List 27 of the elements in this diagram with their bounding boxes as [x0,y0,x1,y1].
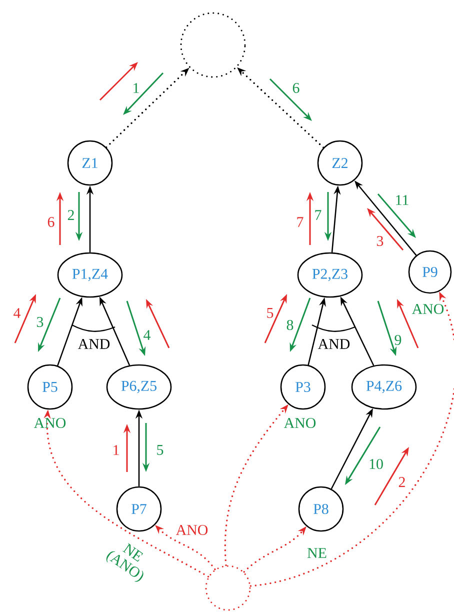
step-number: 5 [267,308,274,318]
node-note: NE [307,548,326,558]
and-label: AND [318,339,350,349]
dotted-circle [180,12,246,78]
dotted-circle [205,565,251,611]
step-number: 5 [157,445,164,455]
node-note: ANO [34,418,66,428]
step-number: 3 [36,316,44,327]
node-note: ANO [176,524,208,535]
step-number: 1 [134,83,139,93]
step-number: 2 [68,210,74,220]
step-number: 2 [398,477,405,487]
step-number: 3 [376,236,384,246]
step-number: 6 [292,82,300,93]
step-number: 8 [286,320,294,330]
step-number: 7 [315,210,322,220]
step-number: 11 [396,195,408,205]
step-number: 1 [114,445,119,455]
step-number: 9 [394,334,402,345]
node-note: ANO [284,418,316,428]
and-label: AND [78,339,110,349]
step-number: 7 [297,217,304,227]
step-number: 6 [48,216,54,227]
node-note: ANO [412,304,444,314]
step-number: 10 [370,458,383,470]
step-number: 4 [14,308,20,318]
step-number: 4 [144,330,150,340]
